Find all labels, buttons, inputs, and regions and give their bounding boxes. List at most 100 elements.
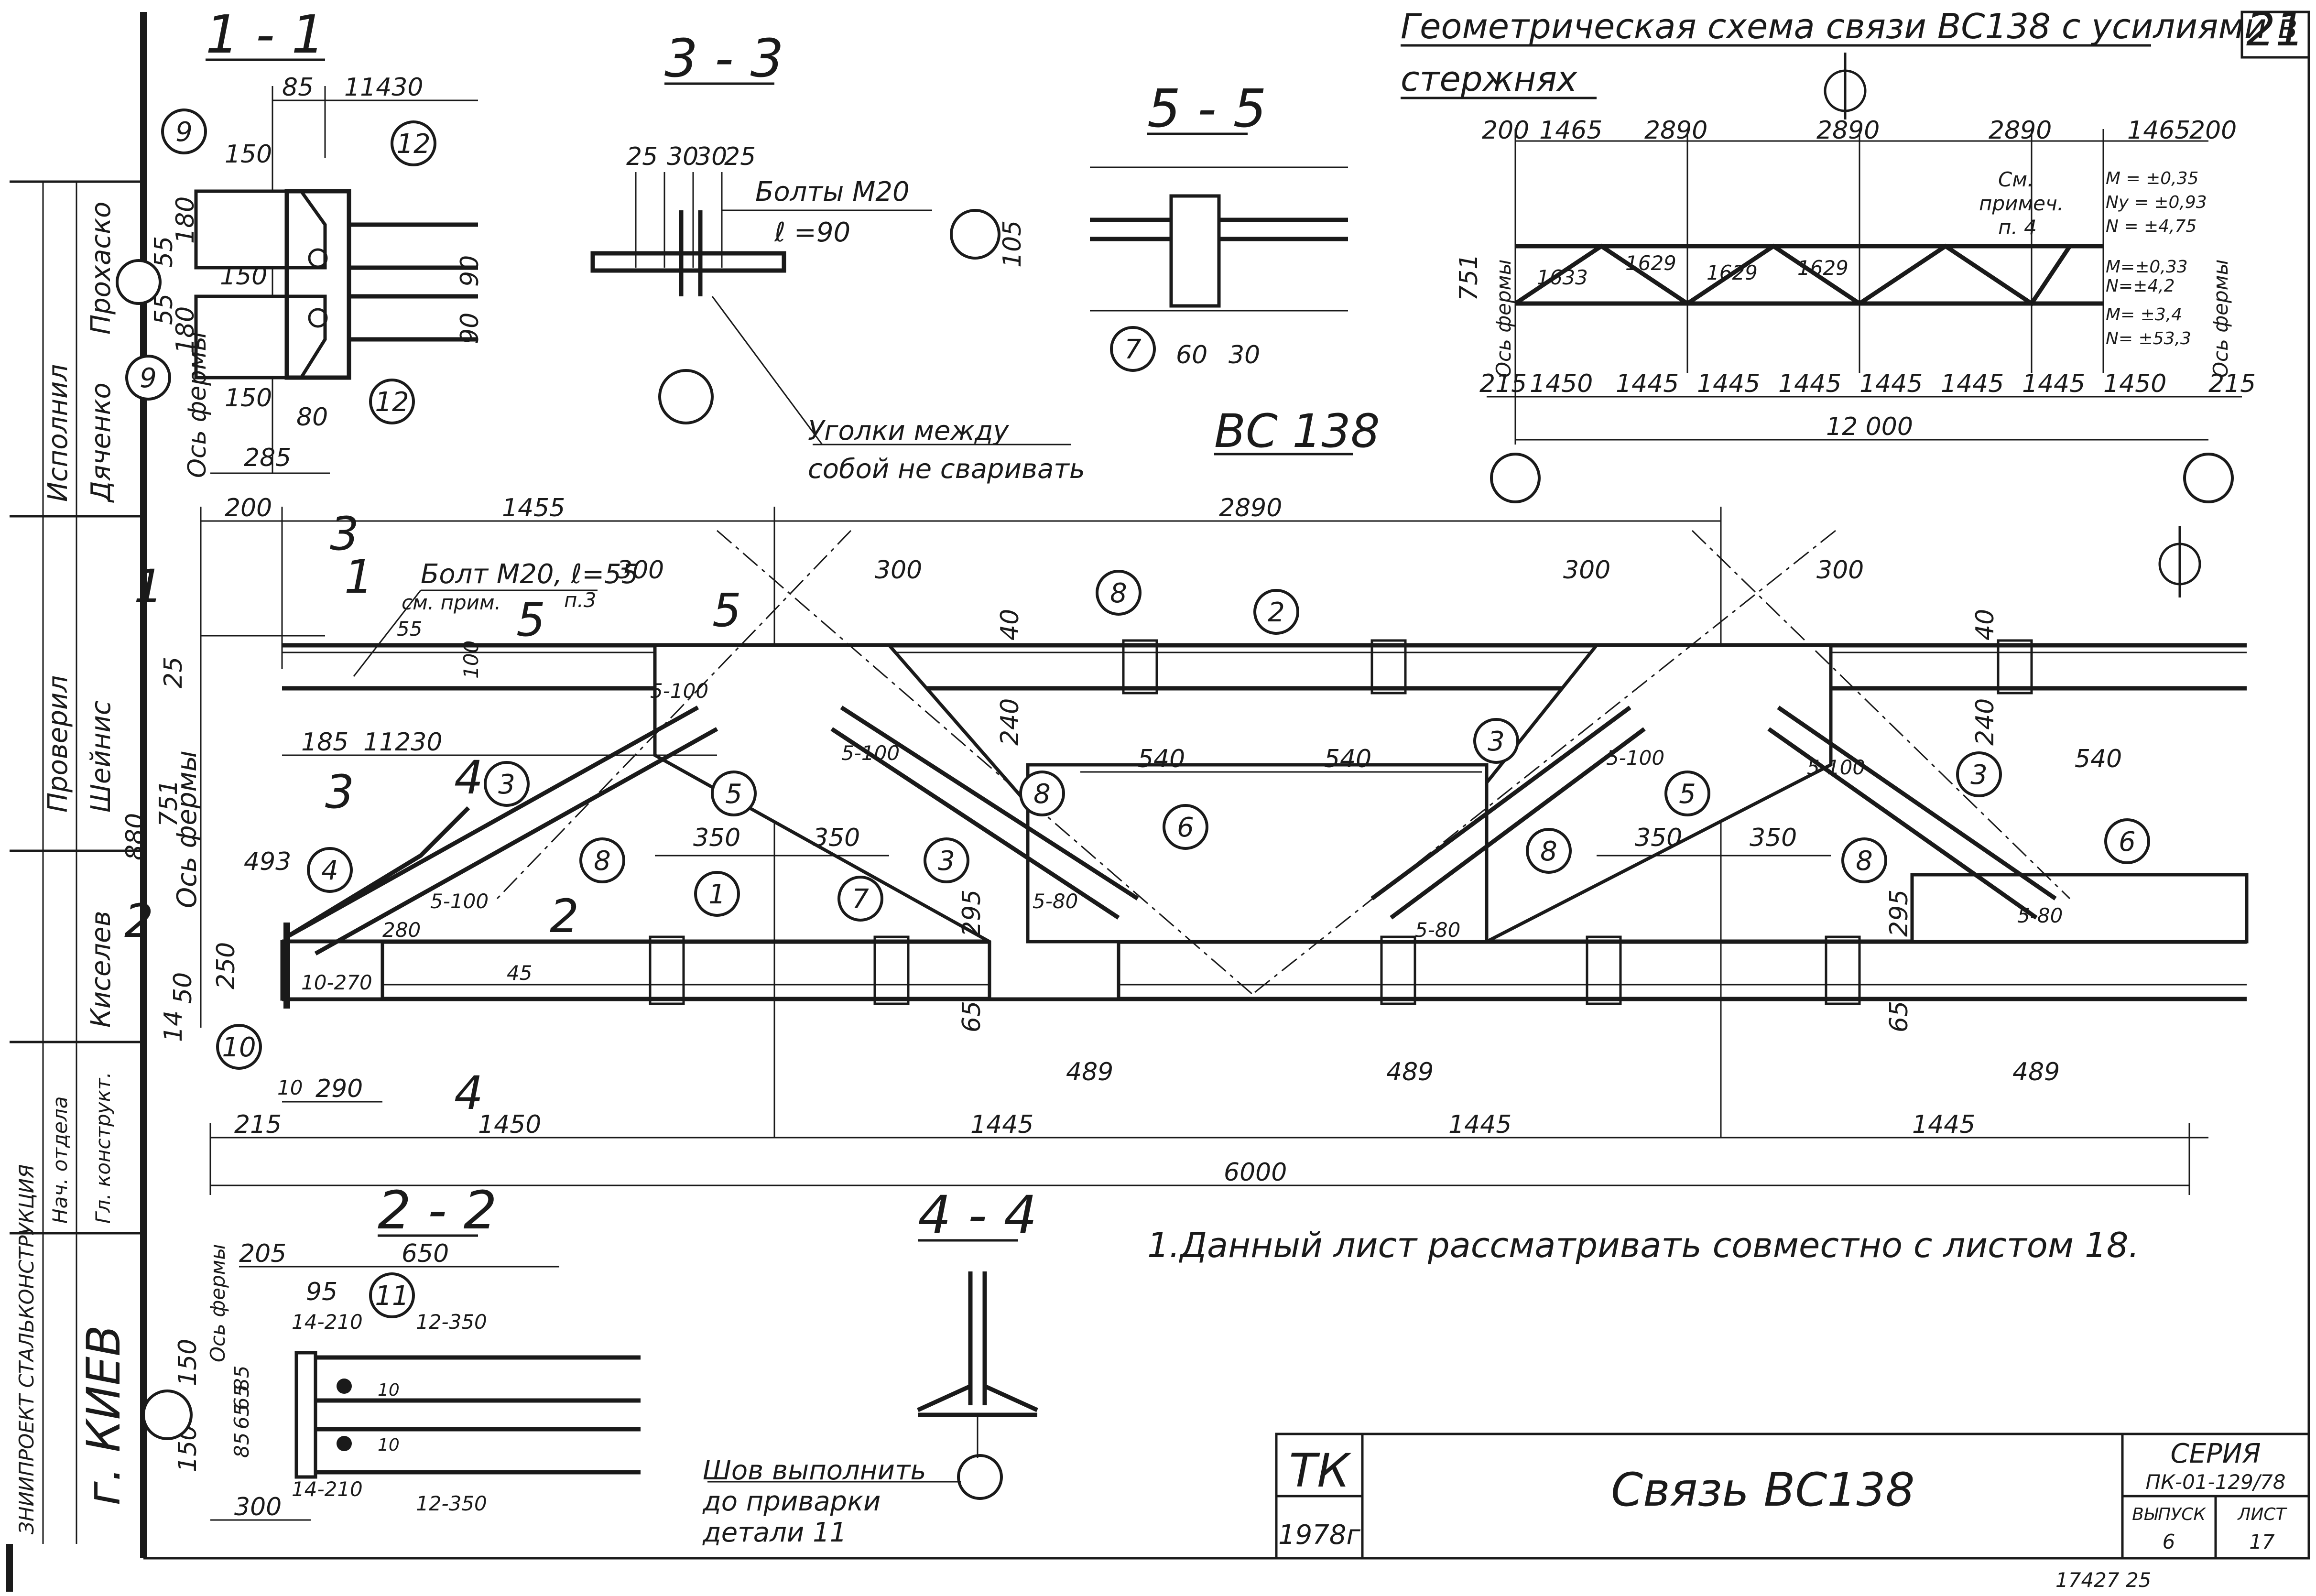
- cut-3-top: 3: [330, 507, 359, 561]
- scheme-force-r7: N= ±53,3: [2106, 329, 2191, 348]
- mark-8d: [1526, 828, 1572, 874]
- scheme-diagonals: [1514, 243, 2072, 307]
- s22-bolt-2: [337, 1436, 352, 1451]
- cut-1-right: 1: [344, 550, 373, 604]
- elev-dim-1455: 1455: [502, 494, 565, 522]
- s22-mark-11: [369, 1272, 415, 1318]
- mark-8b: [579, 837, 625, 883]
- elev-bot-dim-1445a: 1445: [970, 1110, 1033, 1139]
- elev-bot-dim-1445b: 1445: [1448, 1110, 1511, 1139]
- note-1: 1.Данный лист рассматривать совместно с …: [1147, 1225, 2139, 1265]
- scheme-force-4: 1629: [1797, 256, 1848, 280]
- elev-dim-300c: 300: [1563, 556, 1610, 585]
- bolt-pad-1: [1122, 639, 1158, 695]
- elev-dim-50: 50: [169, 972, 197, 1004]
- bolt-pad-6: [1380, 935, 1416, 1005]
- scheme-bot-dim-8: 1450: [2103, 369, 2166, 398]
- stamp-city: г. КИЕВ: [77, 1325, 130, 1506]
- s22-dim-85a: 85: [230, 1366, 253, 1391]
- bolt-pad-7: [1586, 935, 1622, 1005]
- s22-weld-4: 12-350: [416, 1492, 487, 1515]
- scheme-top-dim-5: 1465: [2127, 116, 2190, 145]
- mark-7-label: 7: [852, 884, 869, 915]
- mark-4: [307, 847, 353, 893]
- s11-blank-circle: [116, 259, 162, 305]
- elev-dim-489c: 489: [2012, 1058, 2060, 1086]
- s11-bolt-2: [308, 308, 328, 328]
- elev-dim-10: 10: [277, 1076, 303, 1099]
- scheme-total: 12 000: [1826, 413, 1913, 441]
- scheme-bot-dim-0: 215: [1479, 369, 1527, 398]
- scheme-bot-dim-3: 1445: [1697, 369, 1760, 398]
- s11-dim-150b: 150: [220, 262, 267, 291]
- mark-1: [694, 871, 740, 917]
- mark-3d-label: 3: [1970, 760, 1988, 791]
- s33-dim-25a: 25: [626, 142, 658, 171]
- s55-dim-105: 105: [998, 220, 1027, 268]
- stamp-role-1: Нач. отдела: [48, 1097, 72, 1224]
- cut-4-top: 4: [454, 751, 483, 804]
- s22-dim-150a: 150: [174, 1339, 202, 1386]
- stamp-role-2: Гл. конструкт.: [91, 1072, 115, 1224]
- elev-dim-300d: 300: [1816, 556, 1864, 585]
- elev-bolt-note-3: п.3: [564, 588, 597, 612]
- elev-bot-dim-215: 215: [234, 1110, 282, 1139]
- elev-weld-10-270: 10-270: [301, 971, 372, 994]
- gusset-left-end: [280, 940, 384, 1001]
- s11-dim-285: 285: [244, 444, 291, 472]
- elev-dim-350c: 350: [1635, 824, 1682, 852]
- bolt-pad-5: [873, 935, 910, 1005]
- s11-dim-11430: 11430: [344, 73, 423, 102]
- mark-8e: [1841, 837, 1887, 883]
- weld-label-3: 5-100: [841, 741, 900, 765]
- main-elevation: 200 1455 2890: [121, 494, 2249, 1195]
- title-logo: ТК: [1289, 1444, 1352, 1498]
- stamp-name-1: Исполнил: [43, 364, 74, 502]
- geometric-scheme: Геометрическая схема связи ВС138 с усили…: [1401, 6, 2298, 503]
- scheme-force-r4: M=±0,33: [2106, 257, 2188, 277]
- mark-3a-label: 3: [498, 769, 515, 800]
- scheme-force-r6: M= ±3,4: [2106, 305, 2182, 325]
- bolt-pad-8: [1825, 935, 1861, 1005]
- scheme-note-2: примеч.: [1979, 192, 2064, 215]
- diagonal-2: [830, 706, 1139, 920]
- sheet-number: 21: [2246, 3, 2305, 56]
- section-1-1-label: 1 - 1: [206, 4, 325, 65]
- s11-bolt-1: [308, 248, 328, 268]
- s11-mark-12b: [369, 379, 415, 424]
- scheme-note-3: п. 4: [1998, 216, 2037, 239]
- scheme-bot-dim-9: 215: [2208, 369, 2256, 398]
- footer-inventory: 17427 25: [2055, 1568, 2151, 1592]
- s11-dim-85: 85: [282, 73, 314, 102]
- bolt-pad-4: [649, 935, 685, 1005]
- elev-dim-751: 751: [154, 780, 183, 827]
- s22-bolt-1: [337, 1379, 352, 1394]
- s11-mark-12a: [391, 120, 436, 166]
- elev-dim-250: 250: [212, 942, 240, 989]
- s22-dim-95: 95: [306, 1278, 337, 1306]
- bolt-pad-2: [1370, 639, 1407, 695]
- elev-dim-540b: 540: [1324, 745, 1371, 773]
- section-4-4-label: 4 - 4: [918, 1184, 1037, 1246]
- scheme-top-dim-2: 2890: [1644, 116, 1707, 145]
- scheme-title-2: стержнях: [1401, 59, 1578, 99]
- scheme-force-1: 1633: [1537, 266, 1588, 289]
- cut-5-right: 5: [712, 584, 741, 637]
- s22-axis: Ось фермы: [206, 1244, 229, 1362]
- scheme-circle-left: [1490, 453, 1541, 503]
- elev-dim-25: 25: [159, 657, 188, 688]
- weld-label-1: 5-100: [430, 890, 489, 913]
- section-4-4: 4 - 4 Шов выполнить до приварки детали 1…: [702, 1184, 1038, 1548]
- scheme-note-1: См.: [1998, 168, 2033, 191]
- mark-8e-label: 8: [1856, 846, 1873, 877]
- stamp-name-2: Проверил: [43, 675, 74, 813]
- elev-dim-40a: 40: [996, 609, 1024, 641]
- elev-bolt-note-1: Болт М20, ℓ=55: [421, 559, 638, 590]
- mark-5b-label: 5: [1679, 779, 1696, 810]
- s55-blank-circle: [950, 209, 1000, 260]
- scheme-bot-dim-7: 1445: [2022, 369, 2085, 398]
- s44-note-3: детали 11: [702, 1517, 847, 1548]
- s11-mark-9a-label: 9: [175, 117, 193, 148]
- s11-plate-lower: [194, 294, 327, 380]
- cut-2-left: 2: [124, 894, 153, 948]
